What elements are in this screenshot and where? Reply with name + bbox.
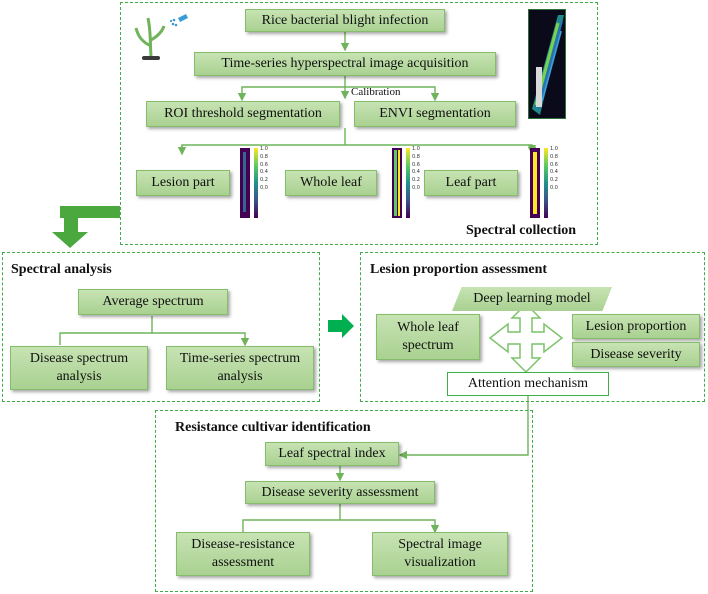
disease-severity-assessment-box: Disease severity assessment bbox=[245, 481, 435, 504]
resistance-identification-title: Resistance cultivar identification bbox=[175, 420, 371, 435]
leaf-spectral-index-box: Leaf spectral index bbox=[265, 442, 399, 466]
lesion-part-colorbar bbox=[254, 148, 258, 218]
leaf-part-box: Leaf part bbox=[424, 170, 518, 196]
disease-resistance-assessment-box: Disease-resistance assessment bbox=[176, 532, 310, 576]
attention-mechanism-box: Attention mechanism bbox=[447, 372, 609, 396]
disease-spectrum-analysis-box: Disease spectrum analysis bbox=[10, 346, 148, 390]
deep-learning-model-box: Deep learning model bbox=[452, 287, 612, 311]
leaf-part-spectral-image bbox=[530, 148, 540, 218]
hyperspectral-leaf-image bbox=[528, 9, 566, 119]
branch-to-disease-analysis bbox=[59, 332, 250, 347]
envi-segmentation-box: ENVI segmentation bbox=[354, 101, 516, 127]
whole-leaf-spectrum-box: Whole leaf spectrum bbox=[376, 314, 480, 360]
whole-leaf-spectral-image bbox=[392, 148, 402, 218]
rice-plant-icon bbox=[134, 17, 166, 60]
timeseries-spectrum-analysis-box: Time-series spectrum analysis bbox=[166, 346, 314, 390]
lesion-part-box: Lesion part bbox=[136, 170, 230, 196]
calibration-label: Calibration bbox=[351, 86, 401, 98]
roi-segmentation-box: ROI threshold segmentation bbox=[146, 101, 340, 127]
branch-to-segmentation-left bbox=[237, 86, 345, 102]
spray-icon bbox=[170, 14, 188, 27]
bidirectional-arrow-icon bbox=[488, 302, 564, 374]
leaf-part-colorbar bbox=[544, 148, 548, 218]
big-flow-arrow-icon bbox=[52, 206, 120, 248]
resistance-identification-panel bbox=[155, 410, 533, 592]
average-spectrum-box: Average spectrum bbox=[78, 289, 228, 315]
disease-severity-box: Disease severity bbox=[572, 342, 700, 367]
whole-leaf-box: Whole leaf bbox=[285, 170, 377, 196]
spectral-analysis-panel bbox=[2, 252, 320, 402]
branch-to-segmentation-right bbox=[345, 86, 440, 102]
spectral-analysis-title: Spectral analysis bbox=[11, 262, 112, 277]
right-arrow-icon bbox=[328, 314, 354, 338]
arrow-attention-to-index bbox=[398, 396, 529, 460]
lesion-proportion-panel bbox=[360, 252, 705, 402]
lesion-proportion-box: Lesion proportion bbox=[572, 314, 700, 339]
lesion-proportion-title: Lesion proportion assessment bbox=[370, 262, 548, 277]
whole-leaf-colorbar bbox=[406, 148, 410, 218]
infection-box: Rice bacterial blight infection bbox=[245, 9, 445, 32]
spectral-image-visualization-box: Spectral image visualization bbox=[372, 532, 508, 576]
lesion-part-spectral-image bbox=[240, 148, 250, 218]
spectral-collection-panel bbox=[120, 2, 598, 245]
spectral-collection-title: Spectral collection bbox=[466, 223, 577, 238]
branch-to-resistance-boxes bbox=[242, 519, 440, 534]
acquisition-box: Time-series hyperspectral image acquisit… bbox=[194, 52, 496, 76]
